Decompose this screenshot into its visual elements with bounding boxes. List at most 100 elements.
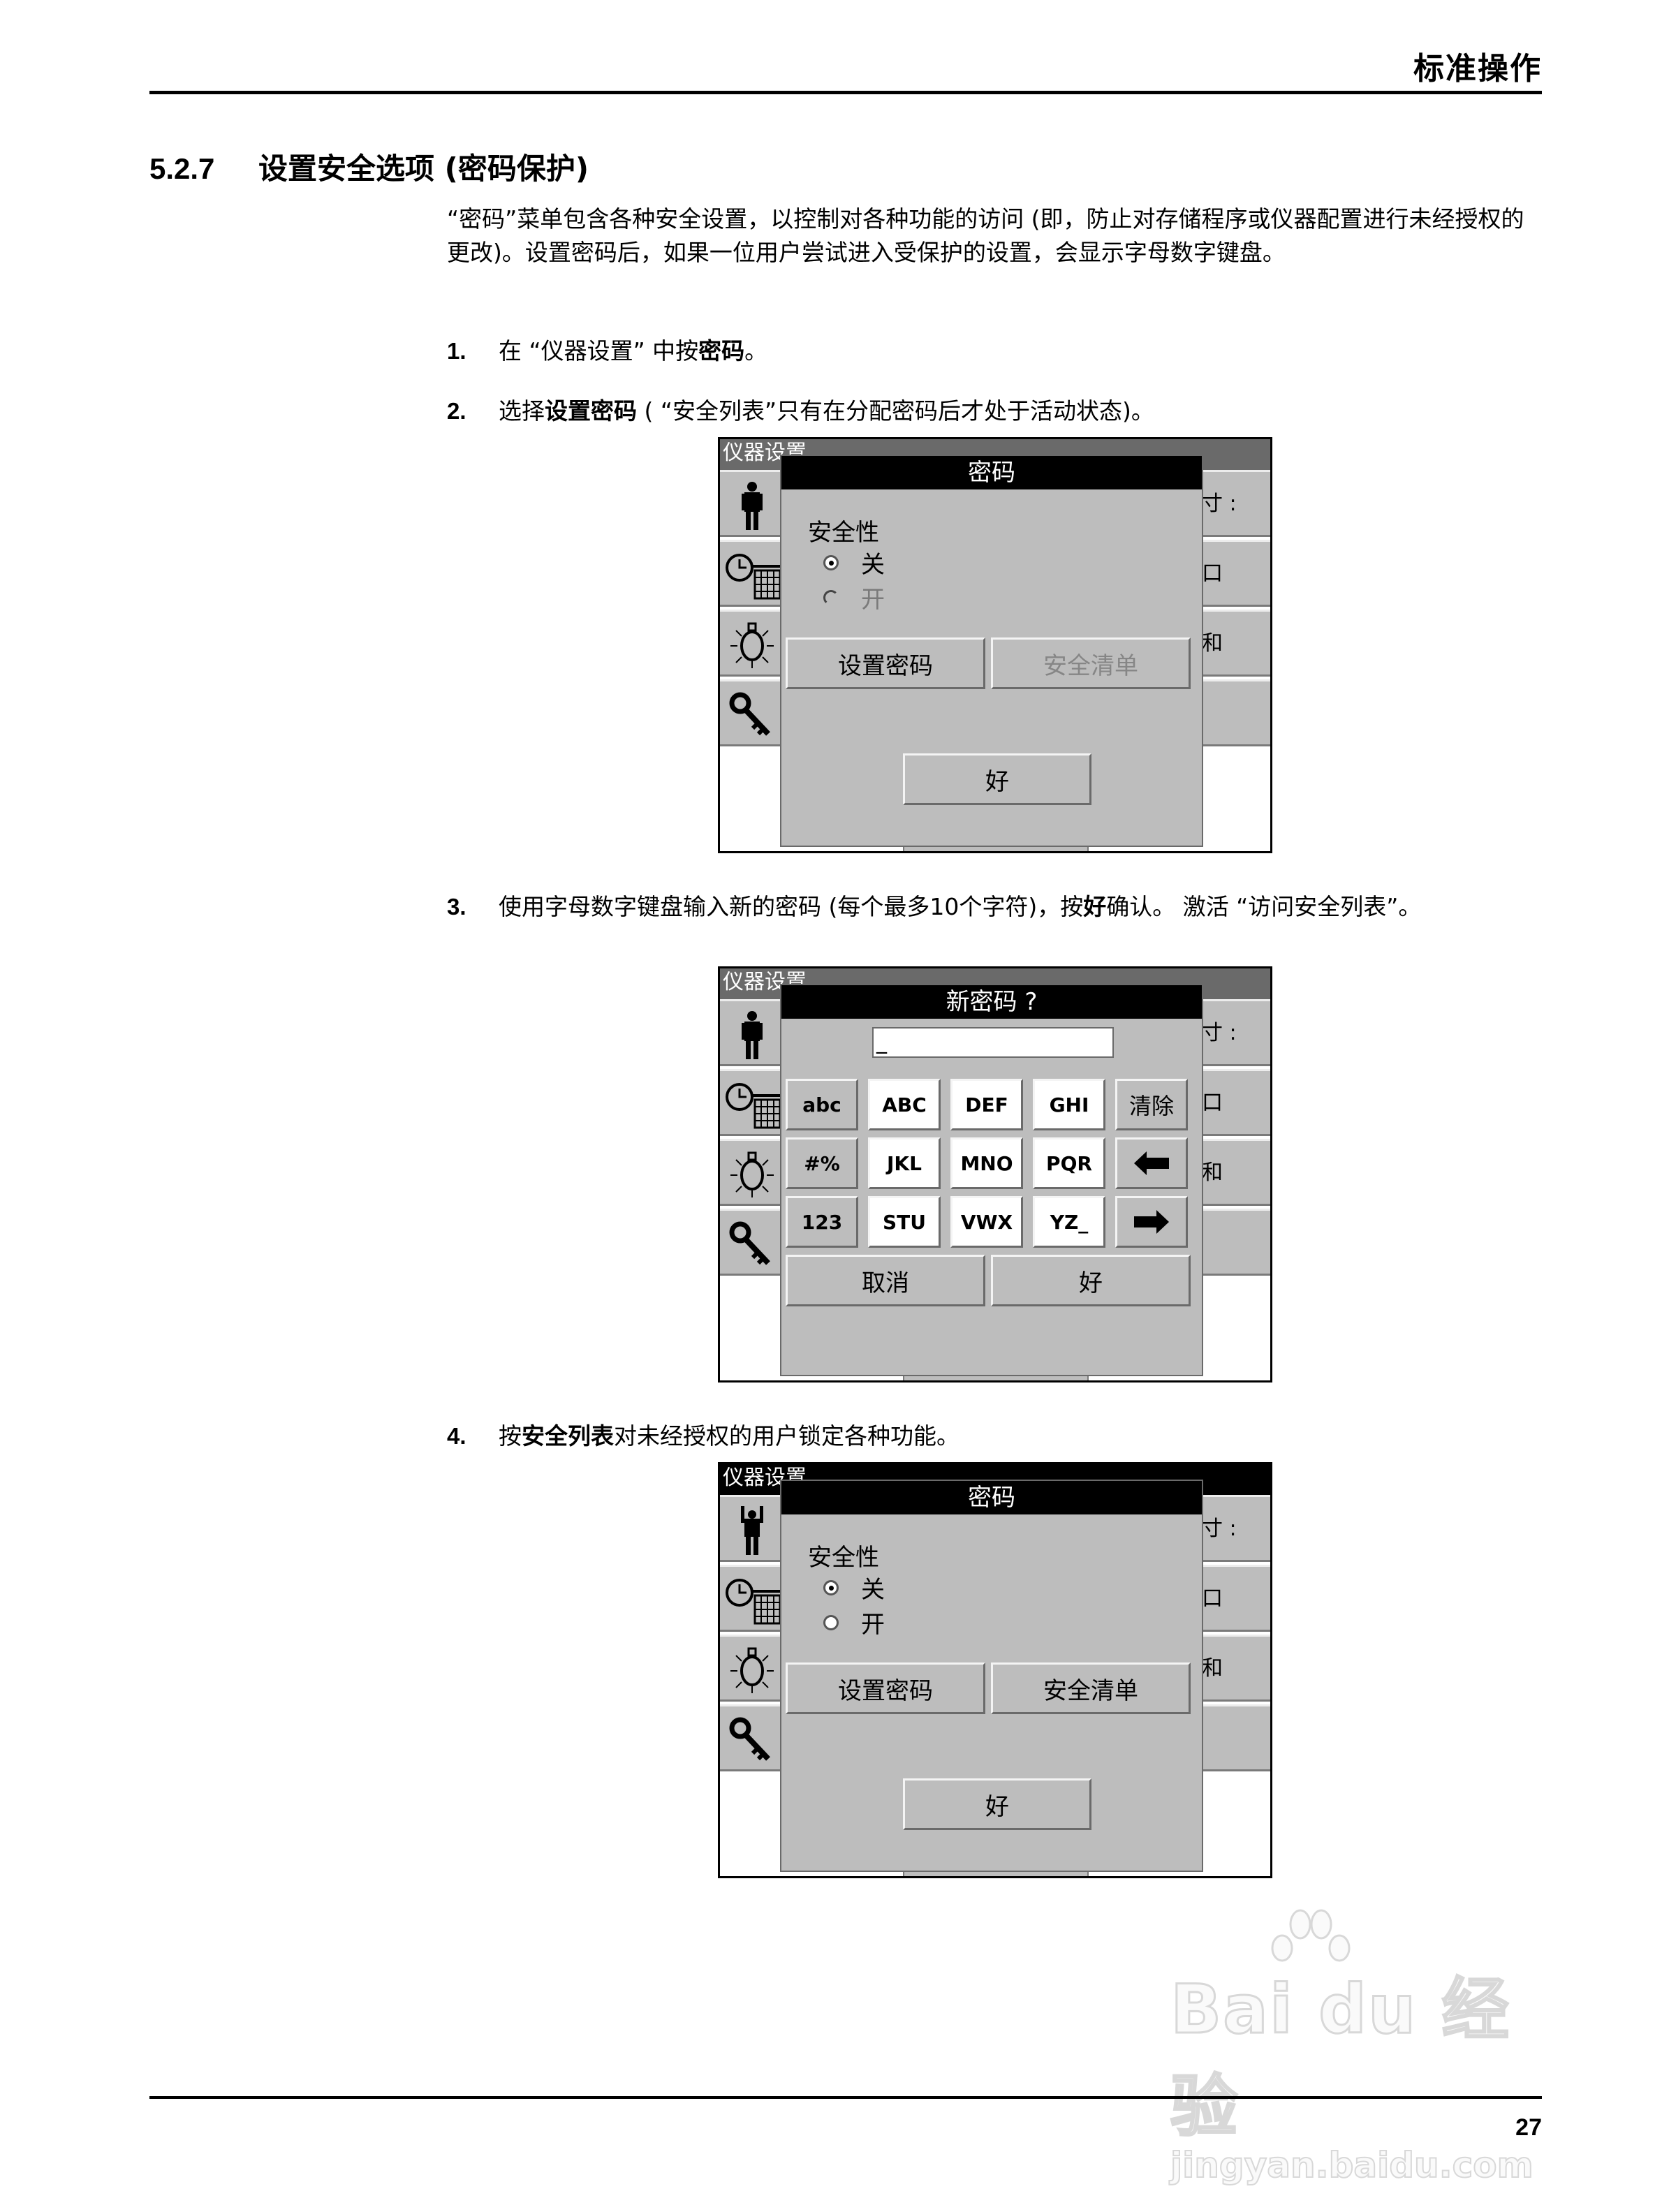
key-forward[interactable]: [1115, 1196, 1188, 1248]
key-clear[interactable]: 清除: [1115, 1079, 1188, 1130]
key-vwx[interactable]: VWX: [950, 1196, 1023, 1248]
radio-selected-icon[interactable]: [823, 554, 839, 570]
security-list-button: 安全清单: [991, 637, 1191, 689]
lamp-icon: [724, 617, 780, 673]
person-arms-up-icon: [724, 1503, 780, 1558]
radio-disabled-icon: [823, 589, 839, 605]
step-text: 确认。 激活 “访问安全列表”。: [1106, 893, 1422, 920]
clock-calendar-icon: [724, 1572, 780, 1628]
header-rule: [149, 91, 1542, 94]
password-dialog: 密码 安全性 关 开 设置密码 安全清单 好: [780, 1480, 1203, 1872]
cancel-button[interactable]: 取消: [786, 1255, 985, 1306]
ok-button[interactable]: 好: [903, 753, 1091, 805]
key-yz[interactable]: YZ_: [1033, 1196, 1105, 1248]
partial-label: 寸 :: [1202, 1517, 1237, 1541]
step-bold-term: 设置密码: [545, 397, 637, 425]
section-number: 5.2.7: [149, 152, 215, 185]
step-number: 3.: [447, 894, 466, 920]
step-3: 3. 使用字母数字键盘输入新的密码 (每个最多10个字符)，按好确认。 激活 “…: [447, 890, 1545, 924]
set-password-button[interactable]: 设置密码: [786, 637, 985, 689]
partial-label: 口: [1202, 561, 1223, 586]
ok-button[interactable]: 好: [903, 1778, 1091, 1830]
radio-on-label: 开: [861, 586, 885, 614]
key-icon: [724, 1712, 780, 1768]
dialog-title: 新密码 ?: [781, 985, 1202, 1019]
key-icon: [724, 687, 780, 743]
right-arrow-icon: [1134, 1210, 1169, 1234]
key-symbols[interactable]: #%: [786, 1137, 858, 1189]
radio-on: 开: [823, 580, 885, 614]
paw-icon: [1271, 1909, 1351, 1962]
key-abc[interactable]: ABC: [868, 1079, 941, 1130]
key-lowercase[interactable]: abc: [786, 1079, 858, 1130]
partial-label: 口: [1202, 1091, 1223, 1115]
password-input[interactable]: _: [872, 1027, 1114, 1058]
step-number: 4.: [447, 1423, 466, 1449]
step-1: 1. 在 “仪器设置” 中按密码。: [447, 334, 1545, 369]
key-numbers[interactable]: 123: [786, 1196, 858, 1248]
key-backspace[interactable]: [1115, 1137, 1188, 1189]
left-arrow-icon: [1134, 1151, 1169, 1175]
partial-label: 和: [1202, 1160, 1223, 1185]
step-text: 。: [744, 337, 768, 364]
key-pqr[interactable]: PQR: [1033, 1137, 1105, 1189]
radio-on[interactable]: 开: [823, 1605, 885, 1639]
section-title: 设置安全选项 (密码保护): [258, 152, 589, 186]
instrument-screen-password-active: 仪器设置 寸 : 口 和 密码 安全性 关 开 设置密码 安全清单 好: [718, 1462, 1272, 1878]
step-text: 在 “仪器设置” 中按: [499, 337, 699, 364]
step-text: 选择: [499, 397, 545, 425]
lamp-icon: [724, 1146, 780, 1202]
key-stu[interactable]: STU: [868, 1196, 941, 1248]
radio-off-label: 关: [861, 551, 885, 579]
radio-off[interactable]: 关: [823, 1570, 885, 1605]
radio-off[interactable]: 关: [823, 545, 885, 580]
radio-on-label: 开: [861, 1611, 885, 1639]
step-number: 2.: [447, 398, 466, 424]
password-dialog: 密码 安全性 关 开 设置密码 安全清单 好: [780, 455, 1203, 847]
radio-off-label: 关: [861, 1576, 885, 1604]
running-header: 标准操作: [1413, 51, 1542, 87]
dialog-title: 密码: [781, 1481, 1202, 1514]
step-text: 使用字母数字键盘输入新的密码 (每个最多10个字符)，按: [499, 893, 1084, 920]
clock-calendar-icon: [724, 547, 780, 603]
partial-label: 和: [1202, 631, 1223, 656]
partial-label: 口: [1202, 1586, 1223, 1611]
step-bold-term: 好: [1083, 893, 1107, 920]
dialog-title: 密码: [781, 456, 1202, 489]
step-text: 按: [499, 1422, 522, 1450]
lamp-icon: [724, 1642, 780, 1698]
radio-selected-icon[interactable]: [823, 1579, 839, 1595]
key-jkl[interactable]: JKL: [868, 1137, 941, 1189]
key-mno[interactable]: MNO: [950, 1137, 1023, 1189]
clock-calendar-icon: [724, 1077, 780, 1133]
key-ghi[interactable]: GHI: [1033, 1079, 1105, 1130]
set-password-button[interactable]: 设置密码: [786, 1662, 985, 1714]
key-icon: [724, 1216, 780, 1272]
security-label: 安全性: [808, 1544, 879, 1572]
step-text: 对未经授权的用户锁定各种功能。: [614, 1422, 959, 1450]
partial-label: 寸 :: [1202, 1021, 1237, 1045]
intro-paragraph: “密码”菜单包含各种安全设置，以控制对各种功能的访问 (即，防止对存储程序或仪器…: [447, 205, 1524, 266]
person-icon: [724, 478, 780, 533]
watermark-logo: Bai du 经验: [1170, 1970, 1510, 2147]
step-text: ( “安全列表”只有在分配密码后才处于活动状态)。: [637, 397, 1154, 425]
security-list-button[interactable]: 安全清单: [991, 1662, 1191, 1714]
step-number: 1.: [447, 338, 466, 364]
key-def[interactable]: DEF: [950, 1079, 1023, 1130]
instrument-screen-password-initial: 仪器设置 寸 : 口 和 密码 安全性 关 开 设置密码 安全清单 好: [718, 437, 1272, 853]
instrument-screen-new-password-keypad: 仪器设置 寸 : 口 和 新密码 ? _ abc ABC DEF GHI 清除 …: [718, 966, 1272, 1382]
person-icon: [724, 1007, 780, 1063]
step-bold-term: 密码: [698, 337, 745, 364]
footer-rule: [149, 2096, 1542, 2099]
security-label: 安全性: [808, 519, 879, 547]
step-2: 2. 选择设置密码 ( “安全列表”只有在分配密码后才处于活动状态)。: [447, 394, 1545, 429]
ok-button[interactable]: 好: [991, 1255, 1191, 1306]
partial-label: 和: [1202, 1656, 1223, 1681]
partial-label: 寸 :: [1202, 492, 1237, 516]
watermark-url: jingyan.baidu.com: [1170, 2144, 1534, 2186]
new-password-dialog: 新密码 ? _ abc ABC DEF GHI 清除 #% JKL MNO PQ…: [780, 984, 1203, 1376]
step-bold-term: 安全列表: [522, 1422, 614, 1450]
page-number: 27: [1515, 2114, 1542, 2141]
radio-unselected-icon[interactable]: [823, 1614, 839, 1630]
step-4: 4. 按安全列表对未经授权的用户锁定各种功能。: [447, 1419, 1545, 1454]
